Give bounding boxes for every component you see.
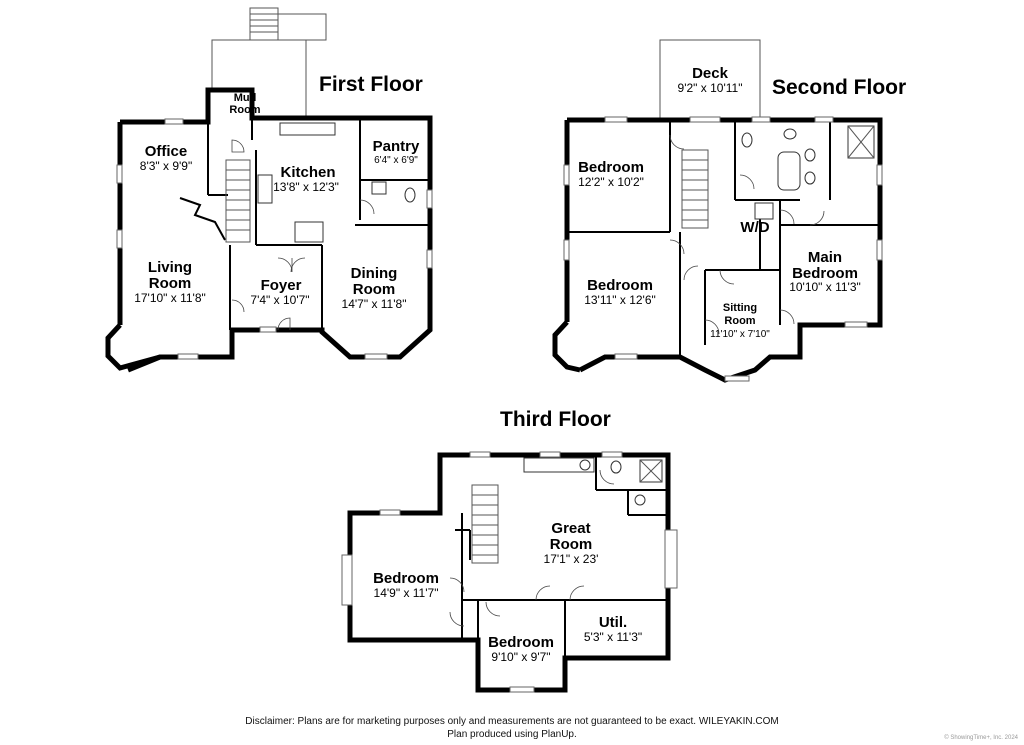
main-bedroom-label-line2: Bedroom (792, 265, 858, 282)
second-floor-bath-fixtures (741, 125, 875, 220)
living-room-label-line1: Living (148, 259, 192, 276)
third-bedroom-a-label: Bedroom (373, 570, 439, 587)
first-floor-windows (116, 118, 433, 360)
first-floor-interior-walls (179, 118, 430, 330)
second-floor-exterior-wall (564, 117, 883, 383)
third-floor-doors (449, 469, 615, 627)
sink-icon (371, 181, 387, 195)
util-label: Util. (599, 614, 627, 631)
kitchen-label: Kitchen (280, 164, 335, 181)
deck-label: Deck (692, 65, 729, 82)
mud-room-label-line1: Mud (234, 92, 257, 104)
toilet-icon (404, 187, 416, 203)
sink-icon (741, 132, 753, 148)
watermark-text: © ShowingTime+, Inc. 2024 (944, 735, 1018, 741)
bedroom-b-dimensions: 13'11" x 12'6" (584, 293, 656, 307)
second-floor-bay-wall (552, 320, 581, 373)
bedroom-a-dimensions: 12'2" x 10'2" (578, 175, 644, 189)
disclaimer-text: Disclaimer: Plans are for marketing purp… (245, 716, 779, 727)
sitting-room-dimensions: 11'10" x 7'10" (710, 329, 770, 340)
kitchen-fixtures (257, 122, 416, 243)
bedroom-b-label: Bedroom (587, 277, 653, 294)
sink-icon (634, 494, 646, 506)
mud-room-label-line2: Room (229, 104, 260, 116)
deck-dimensions: 9'2" x 10'11" (678, 81, 743, 95)
toilet-icon (783, 128, 797, 140)
sink-icon (579, 459, 591, 471)
living-room-dimensions: 17'10" x 11'8" (134, 291, 206, 305)
second-floor-stairs (681, 149, 709, 229)
kitchen-dimensions: 13'8" x 12'3" (273, 180, 339, 194)
third-floor-bath-fixtures (523, 457, 663, 506)
main-bedroom-dimensions: 10'10" x 11'3" (789, 280, 861, 294)
office-label: Office (145, 143, 188, 160)
plan-credit-text: Plan produced using PlanUp. (447, 729, 577, 740)
second-floor-windows (563, 116, 883, 382)
third-floor-windows (341, 451, 678, 693)
toilet-icon (610, 460, 622, 474)
third-floor-title: Third Floor (500, 408, 611, 431)
great-room-label-line1: Great (551, 520, 590, 537)
living-room-label-line2: Room (149, 275, 192, 292)
first-floor-doors (231, 139, 375, 331)
second-floor-title: Second Floor (772, 76, 906, 99)
second-floor-interior-walls (567, 120, 880, 357)
sink-icon (804, 148, 816, 162)
pantry-dimensions: 6'4" x 6'9" (374, 155, 418, 166)
sink-icon (804, 171, 816, 185)
living-bay-wall (105, 323, 161, 371)
great-room-label-line2: Room (550, 536, 593, 553)
first-floor: First Floor (105, 7, 433, 373)
washer-dryer-icon (754, 202, 774, 220)
third-bedroom-b-dimensions: 9'10" x 9'7" (491, 650, 550, 664)
util-dimensions: 5'3" x 11'3" (584, 630, 642, 644)
pantry-label: Pantry (373, 138, 420, 155)
dining-room-label-line1: Dining (351, 265, 398, 282)
rear-stairs (211, 7, 327, 118)
bedroom-a-label: Bedroom (578, 159, 644, 176)
third-floor-interior-walls (455, 455, 668, 658)
sitting-room-label-line1: Sitting (723, 302, 757, 314)
third-floor-stairs (471, 484, 499, 564)
first-floor-exterior-wall (117, 87, 433, 373)
second-floor-doors (669, 134, 825, 335)
third-bedroom-a-dimensions: 14'9" x 11'7" (374, 586, 439, 600)
foyer-label: Foyer (261, 277, 302, 294)
office-dimensions: 8'3" x 9'9" (140, 159, 192, 173)
sitting-room-label-line2: Room (724, 315, 755, 327)
foyer-dimensions: 7'4" x 10'7" (250, 293, 309, 307)
wd-label: W/D (740, 219, 769, 236)
dining-room-dimensions: 14'7" x 11'8" (342, 297, 407, 311)
first-floor-title: First Floor (319, 73, 423, 96)
bathtub-icon (777, 151, 801, 191)
third-floor: Third Floor (341, 408, 678, 693)
main-bedroom-label-line1: Main (808, 249, 842, 266)
second-floor: Second Floor (552, 39, 906, 383)
great-room-dimensions: 17'1" x 23' (544, 552, 599, 566)
third-bedroom-b-label: Bedroom (488, 634, 554, 651)
first-floor-stairs (225, 159, 251, 243)
dining-room-label-line2: Room (353, 281, 396, 298)
